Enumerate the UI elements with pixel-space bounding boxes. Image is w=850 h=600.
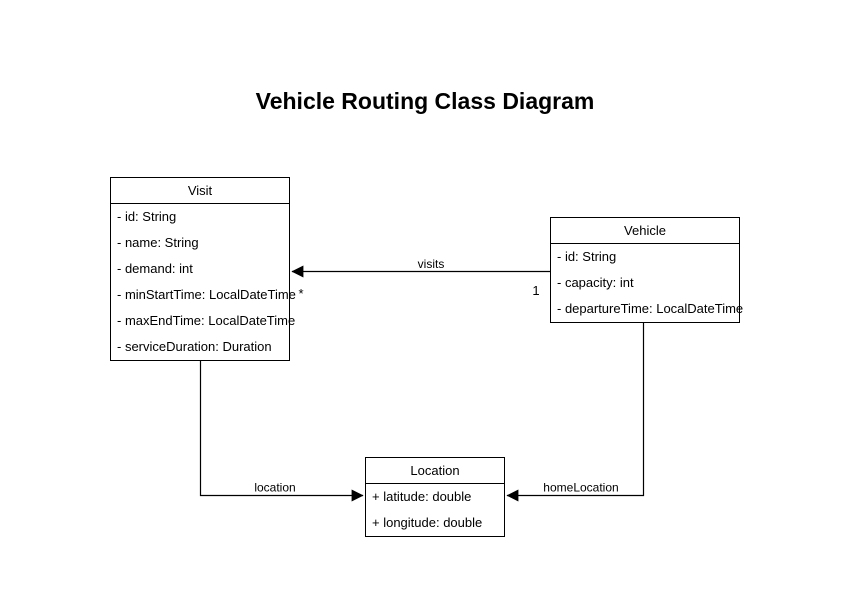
class-location-attribute: + longitude: double (372, 515, 483, 530)
edge-visits-source-multiplicity: 1 (532, 283, 539, 298)
class-vehicle-attributes: - id: String - capacity: int - departure… (551, 244, 744, 322)
edge-visit-location[interactable]: location (199, 361, 364, 502)
class-visit-attribute: - name: String (117, 235, 199, 250)
class-vehicle-name: Vehicle (551, 218, 739, 244)
class-visit-attribute: - maxEndTime: LocalDateTime (117, 313, 296, 328)
class-visit-name: Visit (111, 178, 289, 204)
edge-visits-target-multiplicity: * (298, 286, 303, 301)
edge-homelocation-label: homeLocation (543, 481, 618, 495)
class-visit-attribute: - demand: int (117, 261, 193, 276)
class-vehicle-attribute: - capacity: int (557, 275, 634, 290)
class-vehicle-attribute: - id: String (557, 249, 617, 264)
class-location-attribute: + latitude: double (372, 489, 472, 504)
diagram-title: Vehicle Routing Class Diagram (255, 88, 595, 114)
class-location-name: Location (366, 458, 504, 484)
class-visit-attribute: - serviceDuration: Duration (117, 339, 272, 354)
class-vehicle[interactable]: Vehicle - id: String - capacity: int - d… (550, 217, 744, 323)
class-visit-attributes: - id: String - name: String - demand: in… (111, 204, 296, 360)
class-visit[interactable]: Visit - id: String - name: String - dema… (110, 177, 296, 361)
class-visit-attribute: - id: String (117, 209, 177, 224)
edge-vehicle-homelocation[interactable]: homeLocation (506, 323, 645, 502)
class-vehicle-attribute: - departureTime: LocalDateTime (557, 301, 744, 316)
edge-vehicle-visits[interactable]: visits * 1 (291, 257, 550, 301)
class-location-attributes: + latitude: double + longitude: double (366, 484, 504, 536)
class-location[interactable]: Location + latitude: double + longitude:… (365, 457, 505, 537)
edge-location-label: location (254, 481, 295, 495)
edge-visits-label: visits (418, 257, 445, 271)
class-visit-attribute: - minStartTime: LocalDateTime (117, 287, 296, 302)
